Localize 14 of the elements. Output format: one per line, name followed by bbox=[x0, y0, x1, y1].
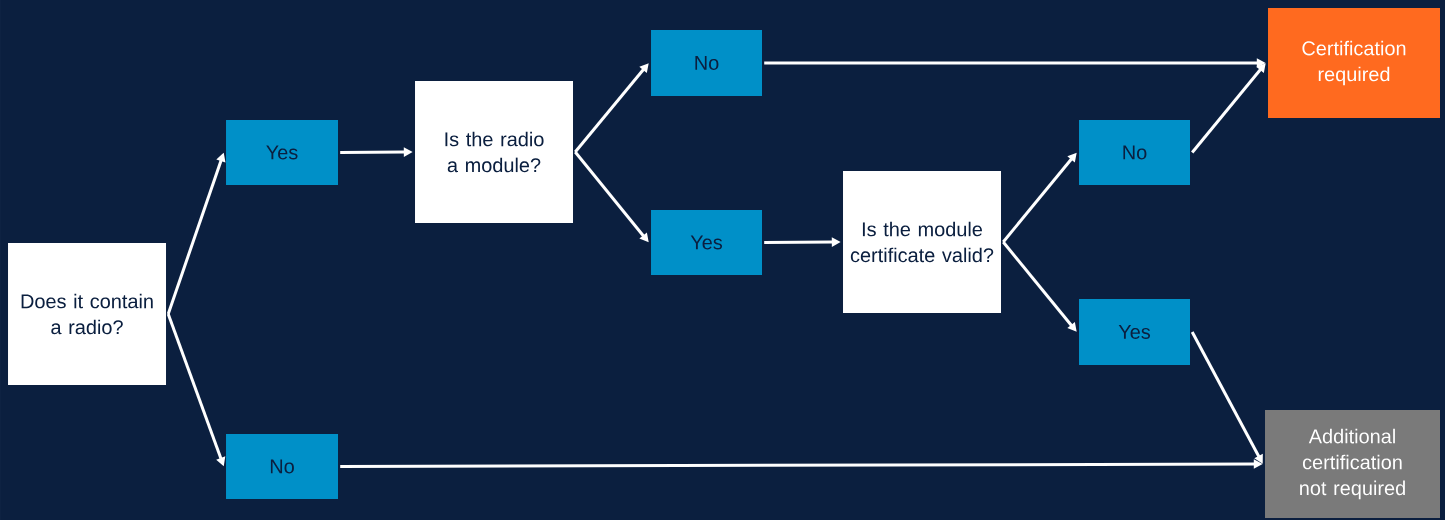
result-box: Additional certification not required bbox=[1265, 410, 1440, 518]
arrow bbox=[1002, 241, 1077, 332]
question-box: Does it contain a radio? bbox=[8, 243, 166, 385]
arrow bbox=[574, 63, 649, 153]
answer-box: No bbox=[1079, 120, 1190, 185]
question-box: Is the radio a module? bbox=[415, 81, 573, 223]
answer-box: Yes bbox=[1079, 299, 1190, 365]
answer-box: No bbox=[651, 30, 762, 96]
arrow bbox=[1191, 63, 1266, 154]
question-box: Is the module certificate valid? bbox=[843, 171, 1001, 313]
answer-box: Yes bbox=[651, 210, 762, 275]
answer-box: Yes bbox=[226, 120, 338, 185]
answer-box: No bbox=[226, 434, 338, 499]
result-box: Certification required bbox=[1268, 8, 1440, 118]
